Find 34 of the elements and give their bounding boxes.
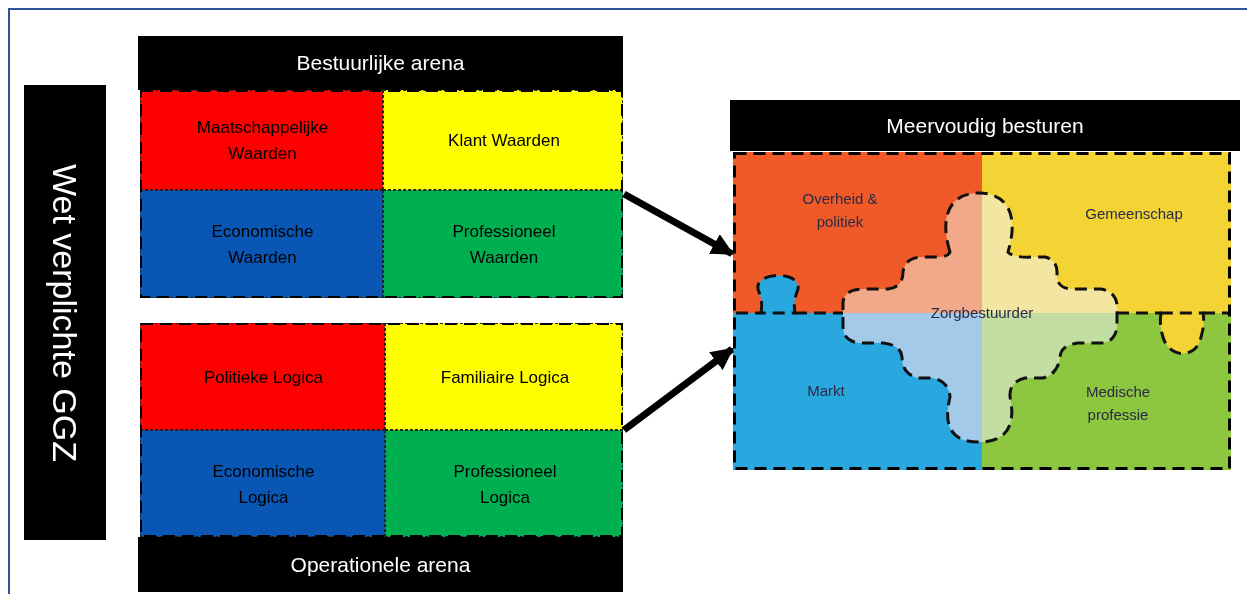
banner-title: Wet verplichte GGZ <box>45 163 86 462</box>
header-title: Operationele arena <box>289 551 472 578</box>
logic-cell <box>385 323 623 430</box>
cell-label: Professioneel Waarden <box>451 220 557 269</box>
arrow <box>621 346 735 433</box>
values-grid <box>140 90 623 298</box>
piece-label: Zorgbestuurder <box>929 303 1035 324</box>
cell-label: Familiaire Logica <box>439 366 571 389</box>
cell-label: Economische Waarden <box>210 220 315 269</box>
arrow <box>622 190 734 257</box>
value-cell <box>140 90 383 190</box>
piece-label: Markt <box>806 381 846 402</box>
header-title: Bestuurlijke arena <box>295 49 466 76</box>
logic-cell <box>140 323 385 430</box>
value-cell <box>140 190 383 298</box>
arena-footer <box>138 537 623 592</box>
logic-cell <box>385 430 623 537</box>
law-banner <box>24 85 106 540</box>
logic-cell <box>140 430 385 537</box>
header-title: Meervoudig besturen <box>885 112 1085 139</box>
cell-label: Maatschappelijke Waarden <box>195 116 330 165</box>
logic-grid <box>140 323 623 537</box>
cell-label: Economische Logica <box>211 460 316 509</box>
cell-label: Politieke Logica <box>202 366 325 389</box>
cell-label: Klant Waarden <box>447 129 561 152</box>
piece-label: Overheid & politiek <box>801 188 879 232</box>
value-cell <box>383 190 623 298</box>
arena-header <box>138 36 623 90</box>
cell-label: Professioneel Logica <box>452 460 558 509</box>
piece-label: Gemeenschap <box>1084 204 1184 225</box>
value-cell <box>383 90 623 190</box>
governance-header <box>730 100 1240 151</box>
piece-label: Medische professie <box>1084 381 1152 425</box>
puzzle-frame <box>733 152 1231 470</box>
